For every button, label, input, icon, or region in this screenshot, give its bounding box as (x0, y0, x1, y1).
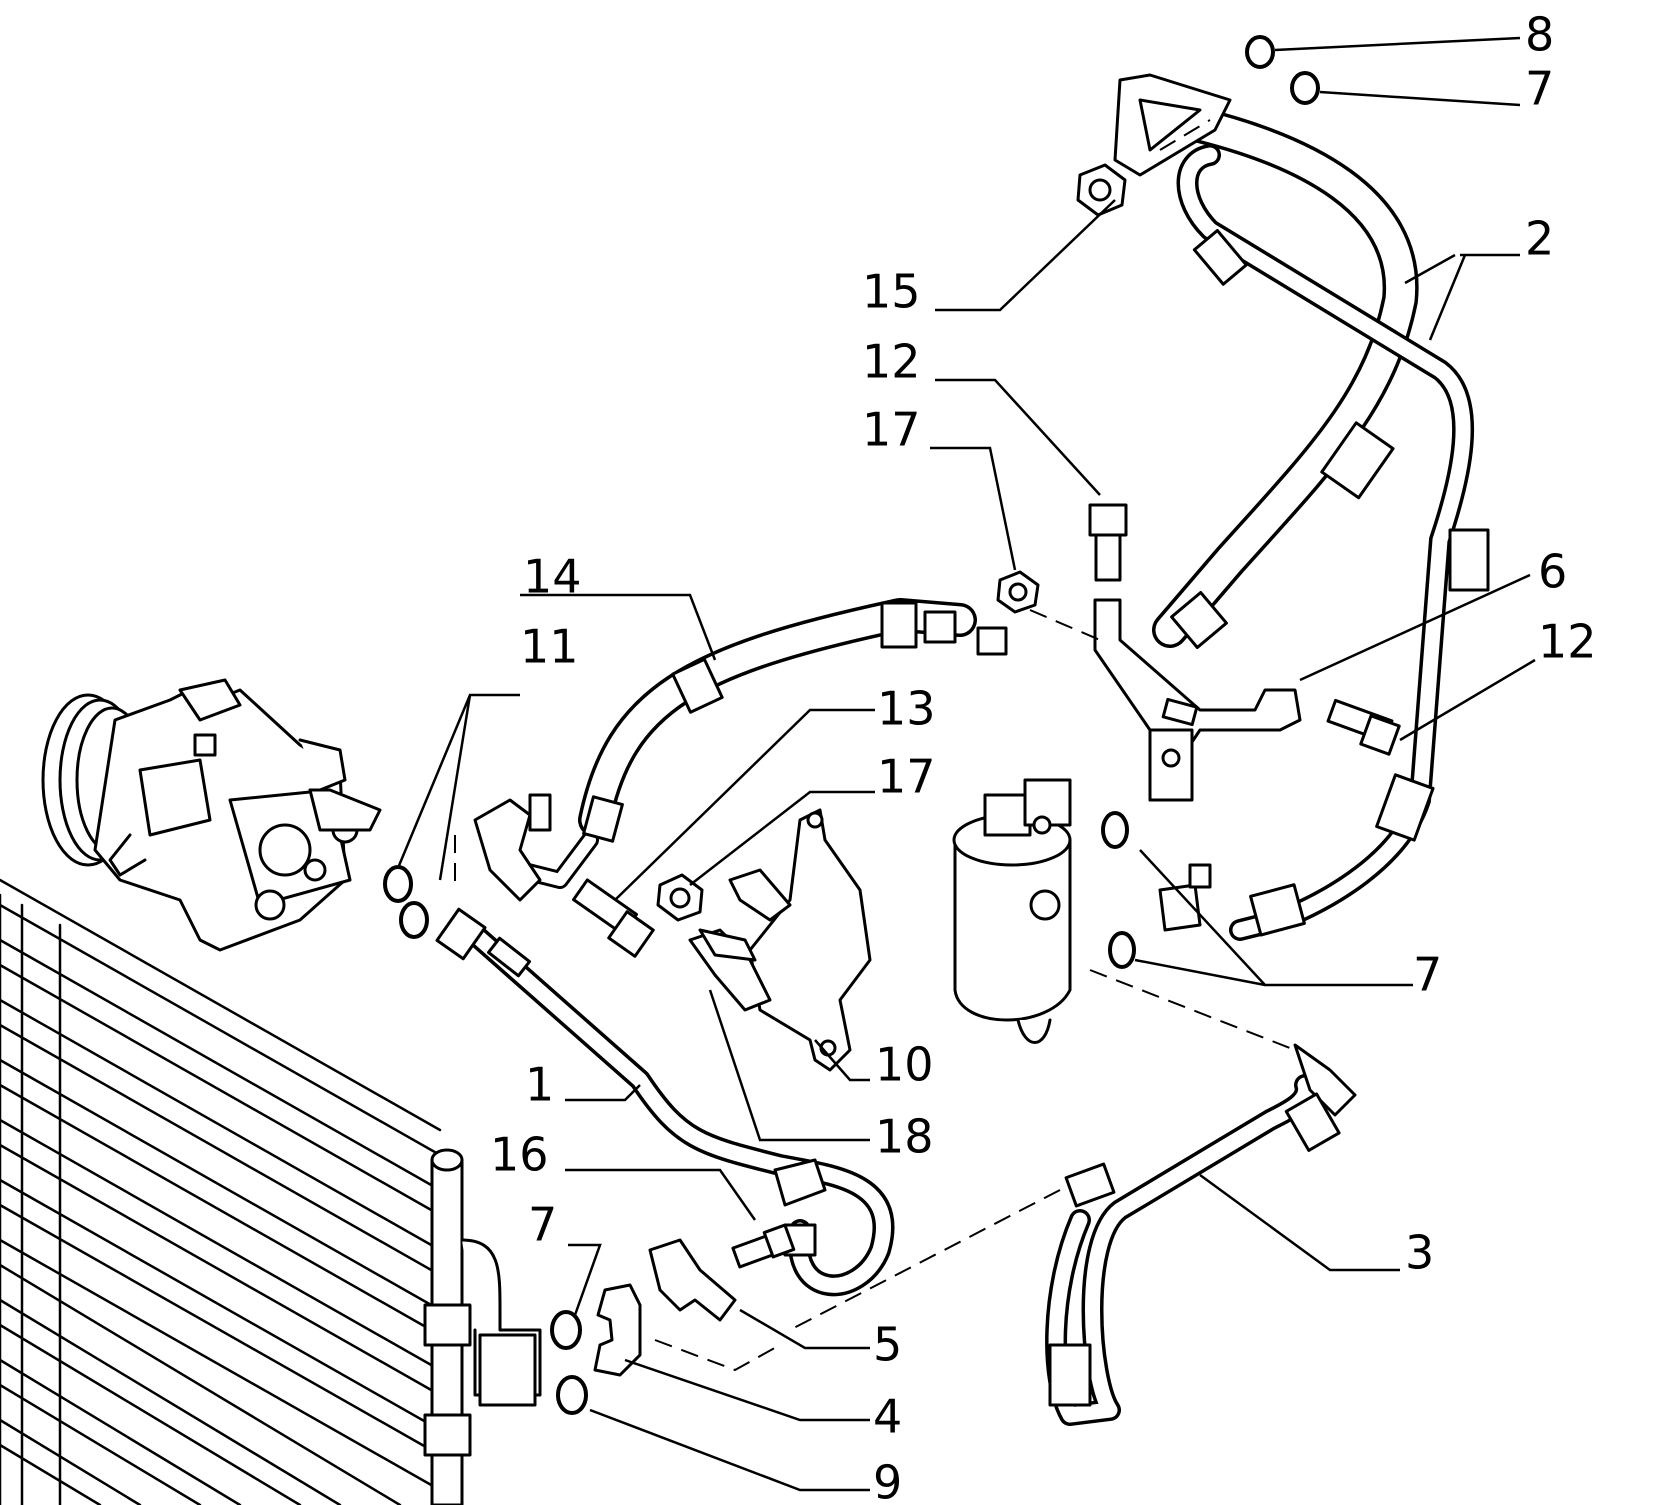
callout-13: 13 (877, 682, 936, 736)
callout-17-upper: 17 (862, 403, 921, 457)
o-rings (383, 35, 1320, 1415)
callout-2: 2 (1525, 212, 1554, 266)
clamp-4 (593, 1283, 642, 1377)
callout-5: 5 (873, 1318, 902, 1372)
bracket-10 (688, 808, 872, 1072)
callout-18: 18 (875, 1110, 934, 1164)
callout-8: 8 (1525, 8, 1554, 62)
clamp-5 (648, 1238, 737, 1322)
compressor (41, 678, 382, 952)
receiver-drier (952, 778, 1072, 1044)
callout-14: 14 (523, 550, 582, 604)
callout-1: 1 (525, 1058, 554, 1112)
callout-12-upper: 12 (862, 335, 921, 389)
hose-2 (1113, 73, 1490, 941)
callout-labels: 8 7 2 15 12 17 14 11 6 12 13 17 7 10 1 1… (490, 8, 1597, 1505)
condenser (0, 878, 542, 1505)
callout-9: 9 (873, 1456, 902, 1505)
callout-6: 6 (1538, 545, 1567, 599)
callout-7-top: 7 (1525, 62, 1554, 116)
callout-11: 11 (520, 620, 579, 674)
callout-3: 3 (1405, 1226, 1434, 1280)
hose-14 (473, 598, 1008, 902)
callout-12-right: 12 (1538, 615, 1597, 669)
hose-3 (1045, 1043, 1357, 1426)
callout-7-right: 7 (1413, 948, 1442, 1002)
assembly-lines (454, 119, 1296, 1372)
leader-lines (396, 36, 1536, 1492)
callout-4: 4 (873, 1390, 902, 1444)
callout-7-left: 7 (528, 1198, 557, 1252)
bracket-6 (1093, 598, 1302, 802)
callout-10: 10 (875, 1038, 934, 1092)
callout-16: 16 (490, 1128, 549, 1182)
callout-17-lower: 17 (877, 750, 936, 804)
nuts (656, 163, 1127, 922)
callout-15: 15 (862, 265, 921, 319)
